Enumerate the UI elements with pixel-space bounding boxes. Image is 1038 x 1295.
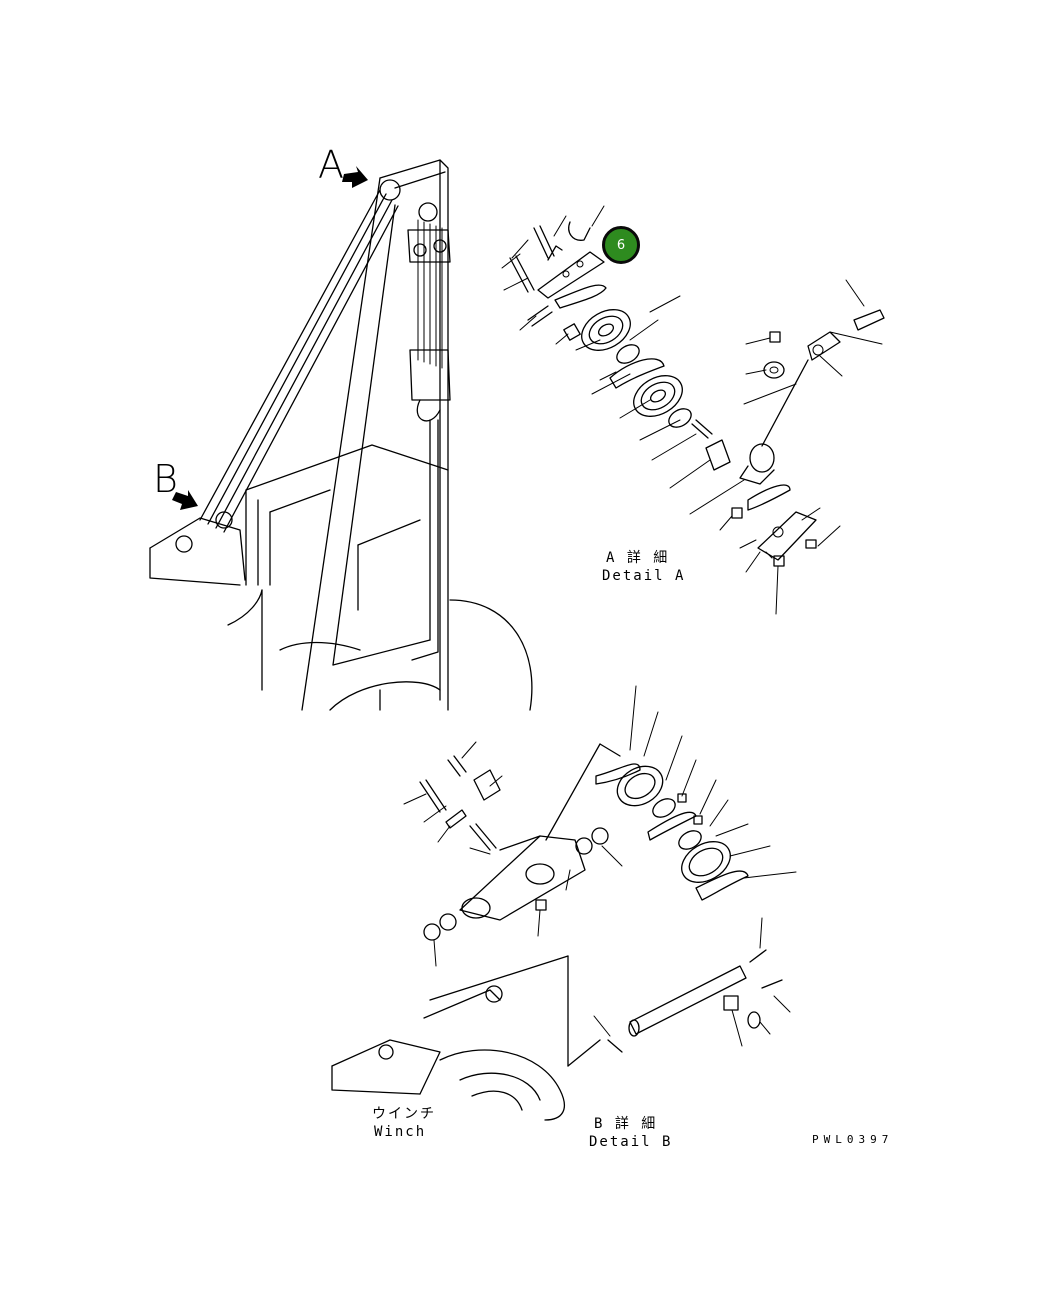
detail-b-title-jp: B 詳 細 <box>594 1116 658 1132</box>
detail-a-exploded-parts <box>501 205 885 615</box>
detail-b-exploded-parts <box>331 685 797 1121</box>
view-a-label: A <box>318 143 344 187</box>
drawing-code: PWL0397 <box>812 1133 894 1146</box>
detail-b-title-en: Detail B <box>589 1134 673 1150</box>
winch-label-jp: ウインチ <box>372 1106 436 1122</box>
detail-a-title-jp: A 詳 細 <box>606 550 670 566</box>
detail-a-title-en: Detail A <box>602 568 686 584</box>
crane-mast <box>149 159 533 711</box>
arrow-a-icon <box>342 166 368 188</box>
callout-number: 6 <box>616 237 626 253</box>
winch-label-en: Winch <box>374 1124 427 1140</box>
callout-bubble[interactable]: 6 <box>602 226 640 264</box>
view-b-label: B <box>153 457 178 501</box>
arrow-b-icon <box>172 490 198 510</box>
